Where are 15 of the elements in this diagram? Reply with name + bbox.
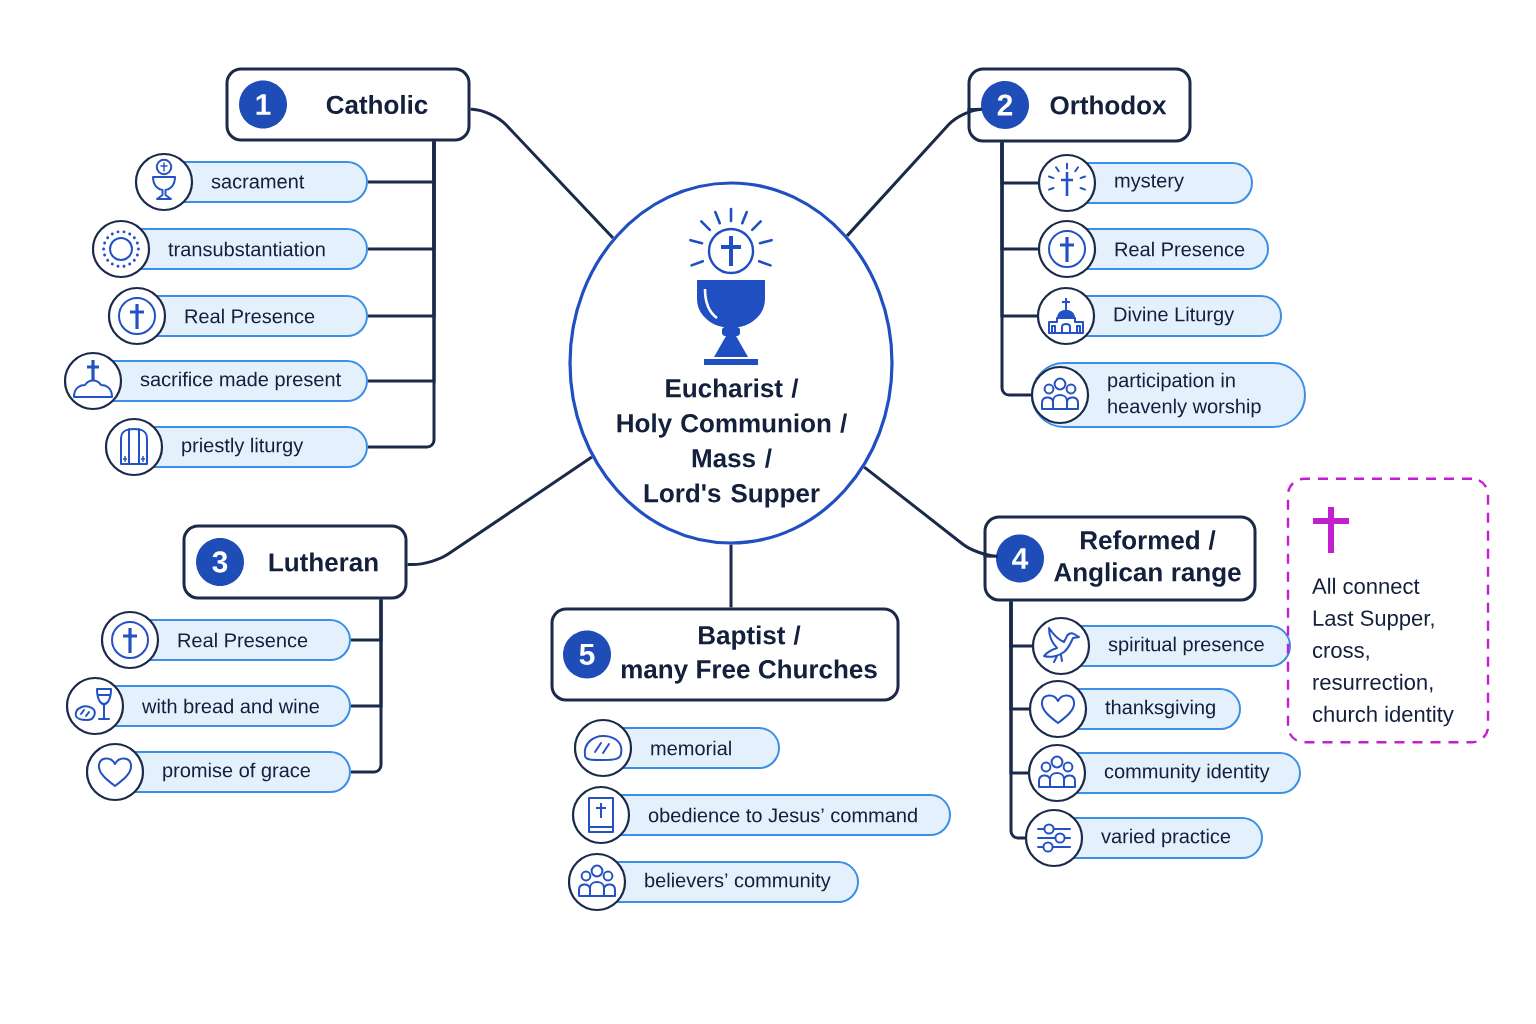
connector-line [407,455,593,567]
connector-line [863,465,1000,558]
number-badge: 3 [196,538,244,586]
number-badge: 1 [239,80,287,129]
connector-line [351,599,383,774]
connector-line [368,141,436,449]
connector-line [729,544,733,608]
connector-line [846,107,984,237]
connector-line [1009,601,1025,840]
number-badge: 2 [981,81,1029,129]
note-box: All connect Last Supper, cross, resurrection, church identity [1286,477,1490,744]
connector-line [470,107,615,240]
number-badge: 4 [996,534,1044,583]
number-badge: 5 [563,630,611,679]
connector-line [1000,142,1031,397]
